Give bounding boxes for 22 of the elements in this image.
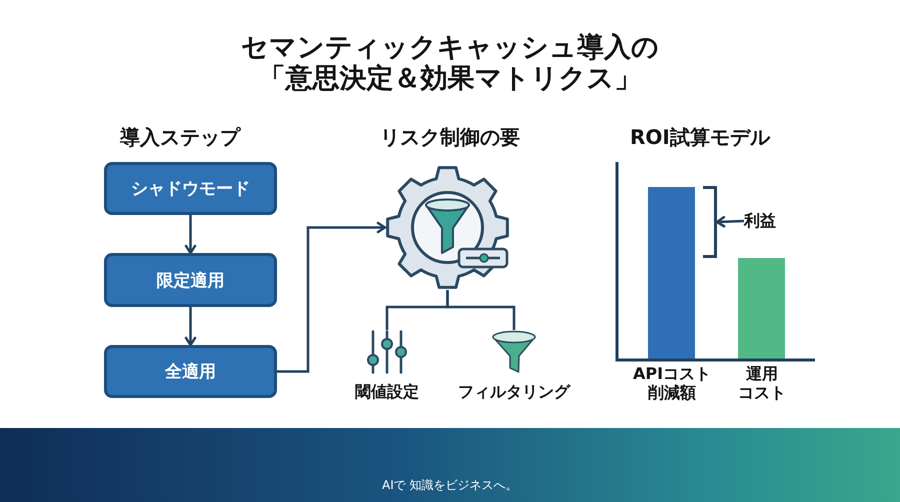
arrow [716, 216, 744, 228]
process-box: 限定適用 [104, 253, 277, 307]
connector-line [446, 290, 516, 330]
title: セマンティックキャッシュ導入の「意思決定＆効果マトリクス」 [240, 32, 660, 94]
arrow [184, 215, 196, 254]
process-box: シャドウモード [104, 162, 277, 215]
arrow [184, 307, 196, 346]
bracket [703, 186, 717, 258]
column-heading: リスク制御の要 [380, 125, 520, 149]
icon-label: フィルタリング [458, 382, 570, 402]
column-heading: ROI試算モデル [630, 125, 770, 149]
column-heading: 導入ステップ [120, 125, 240, 149]
funnel-icon [491, 330, 537, 374]
sliders-icon [365, 330, 409, 374]
icon-label: 閾値設定 [355, 382, 419, 402]
arrow [277, 222, 386, 373]
gear-icon [385, 165, 510, 290]
category-label: APIコスト削減額 [632, 364, 712, 402]
tagline: AIで 知識をビジネスへ。 [382, 478, 518, 492]
category-label: 運用コスト [737, 364, 787, 402]
process-box: 全適用 [104, 345, 277, 398]
callout-text: 利益 [744, 211, 776, 231]
